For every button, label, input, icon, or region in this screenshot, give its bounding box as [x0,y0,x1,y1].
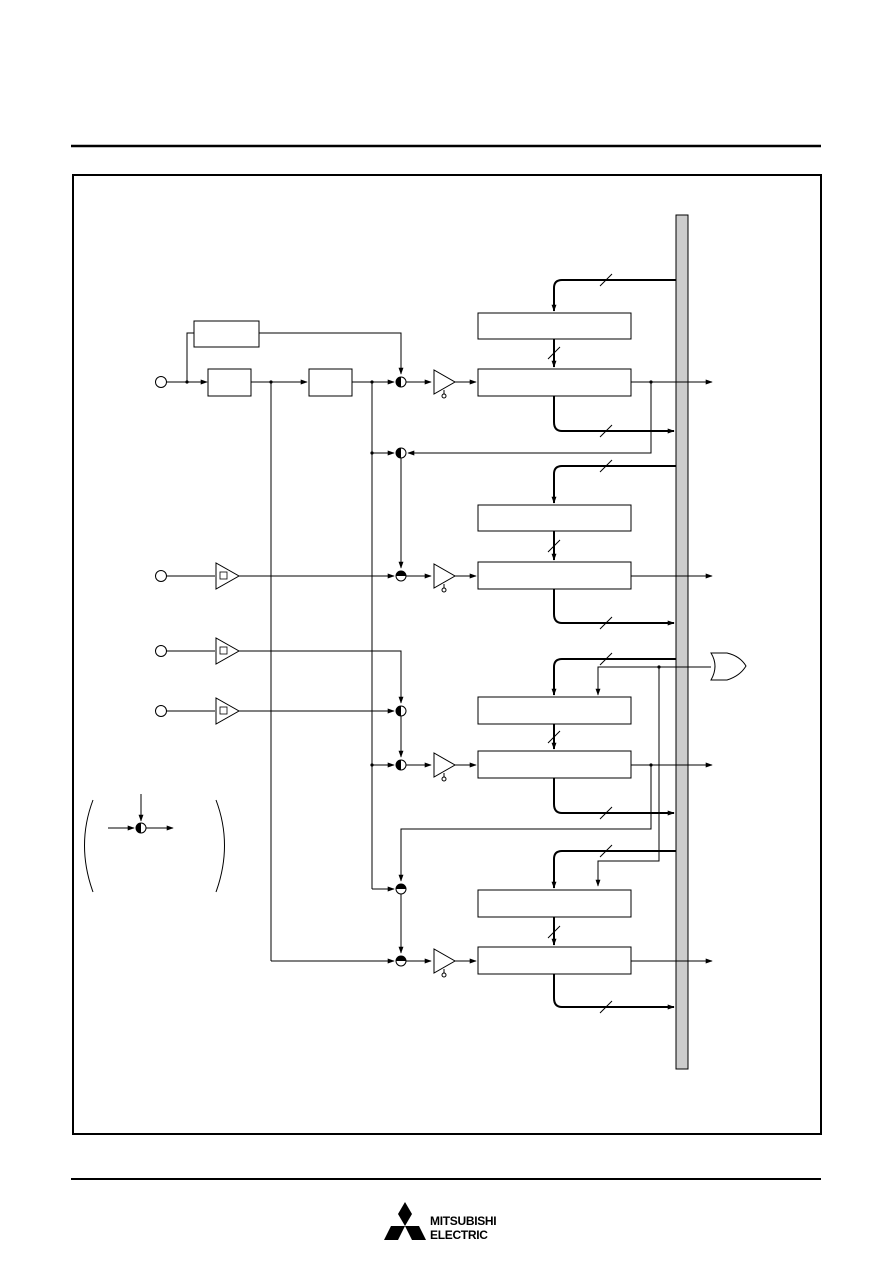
data-bus [675,214,689,1070]
input-pin-1 [155,376,167,388]
sync-block [193,320,260,348]
selector-4 [395,955,407,967]
input-pin-2 [155,570,167,582]
gate-buffer-4 [433,948,457,978]
gate-buffer-2 [433,563,457,593]
channel-1 [155,273,713,456]
selector-3 [395,759,407,771]
selector-4a [395,883,407,895]
input-pin-4 [155,705,167,717]
timer-counter-4 [477,946,632,975]
prescaler-block [207,368,252,397]
logo-line2: ELECTRIC [430,1228,488,1242]
timer-counter-3 [477,750,632,779]
selector-1 [395,376,407,388]
selector-2 [395,570,407,582]
logo-line1: MITSUBISHI [430,1214,496,1228]
channel-3 [155,637,713,882]
input-buffer-4 [215,697,241,725]
diagram-frame [72,174,822,1135]
channel-2 [155,459,713,630]
input-buffer-3 [215,637,241,665]
input-pin-3 [155,645,167,657]
divider-block [308,368,353,397]
selector-1b [395,447,407,459]
reload-latch-2 [477,504,632,532]
gate-buffer-1 [433,369,457,399]
channel-4 [271,844,713,1014]
reload-latch-4 [477,889,632,918]
timer-counter-1 [477,368,632,397]
input-buffer-2 [215,562,241,590]
reload-latch-1 [477,312,632,340]
three-diamonds-icon [398,1202,412,1226]
or-gate [710,652,747,681]
timer-counter-2 [477,561,632,590]
reload-latch-3 [477,696,632,725]
legend-selector-symbol [84,794,225,893]
selector-3a [395,705,407,717]
gate-buffer-3 [433,752,457,782]
mitsubishi-logo: MITSUBISHI ELECTRIC [384,1202,497,1242]
